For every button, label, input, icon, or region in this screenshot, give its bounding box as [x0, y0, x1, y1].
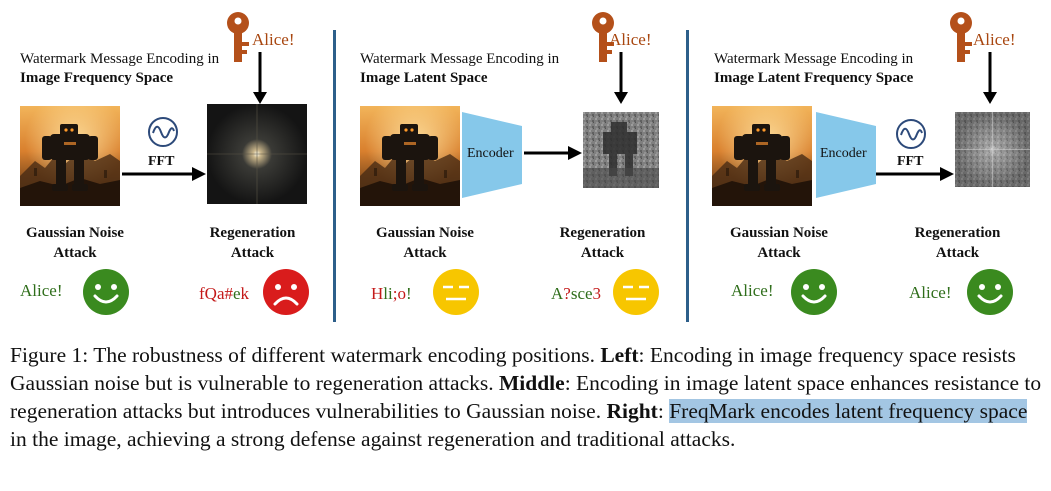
happy-face-icon	[83, 269, 129, 315]
msg-char: e	[585, 284, 593, 303]
panel3-title: Watermark Message Encoding in Image Late…	[714, 50, 913, 88]
robot-image	[360, 106, 460, 206]
panel1-key-label: Alice!	[252, 30, 295, 49]
panel3-left-message: Alice!	[731, 281, 774, 300]
panel2-title-line1: Watermark Message Encoding in	[360, 51, 560, 67]
msg-char: !	[405, 284, 412, 303]
sad-face-icon	[263, 269, 309, 315]
msg-char: c	[577, 284, 585, 303]
figure-caption: Figure 1: The robustness of different wa…	[10, 341, 1043, 453]
panel2-encoder-label: Encoder	[467, 146, 514, 161]
msg-char: f	[199, 284, 205, 303]
panel2-key-label: Alice!	[609, 30, 652, 49]
panel1-title-line2: Image Frequency Space	[20, 70, 174, 86]
caption-left-label: Left	[600, 343, 639, 367]
robot-image	[712, 106, 812, 206]
encoder-shape	[816, 112, 876, 198]
down-arrow-icon	[253, 52, 267, 104]
caption-right-label: Right	[606, 399, 658, 423]
msg-char: k	[240, 284, 250, 303]
latent-image	[583, 112, 659, 188]
panel-divider	[686, 30, 689, 322]
msg-char: ;	[392, 284, 398, 303]
right-arrow-icon	[524, 146, 582, 160]
msg-char: 3	[592, 284, 602, 303]
msg-char: i	[388, 284, 393, 303]
latent-spectrum-image	[955, 112, 1030, 187]
robot-image	[20, 106, 120, 206]
caption-intro: The robustness of different watermark en…	[88, 343, 601, 367]
panel3-left-attack: Gaussian Noise Attack	[730, 225, 828, 261]
panel1-left-attack: Gaussian Noise Attack	[26, 225, 124, 261]
panel3-title-line2: Image Latent Frequency Space	[714, 70, 914, 86]
panel1-title-line1: Watermark Message Encoding in	[20, 51, 220, 67]
down-arrow-icon	[614, 52, 628, 104]
msg-char: e	[233, 284, 241, 303]
happy-face-icon	[791, 269, 837, 315]
panel3-fft-label: FFT	[897, 154, 924, 169]
panel1-right-message: fQa#ek	[199, 284, 249, 304]
msg-char: ?	[563, 284, 571, 303]
happy-face-icon	[967, 269, 1013, 315]
wave-icon	[896, 119, 926, 149]
panel1-right-attack: Regeneration Attack	[209, 225, 296, 261]
neutral-face-icon	[613, 269, 659, 315]
panel2-title: Watermark Message Encoding in Image Late…	[360, 50, 559, 88]
panel2-left-message: Hli;o!	[371, 284, 412, 304]
panel3-right-attack: Regeneration Attack	[914, 225, 1001, 261]
msg-char: #	[224, 284, 234, 303]
caption-left-text: : Encoding in image frequency space resi…	[10, 343, 1016, 395]
wave-icon	[148, 117, 178, 147]
msg-char: o	[397, 284, 406, 303]
caption-highlight: FreqMark encodes latent frequency space	[669, 399, 1028, 423]
msg-char: H	[371, 284, 384, 303]
panel2-right-message: A?sce3	[551, 284, 601, 304]
caption-right-text: in the image, achieving a strong defense…	[10, 427, 736, 451]
panel1-left-message: Alice!	[20, 281, 63, 300]
down-arrow-icon	[983, 52, 997, 104]
panel2-left-attack: Gaussian Noise Attack	[376, 225, 474, 261]
panel-divider	[333, 30, 336, 322]
msg-char: Q	[204, 284, 217, 303]
msg-char: a	[216, 284, 225, 303]
msg-char: s	[570, 284, 578, 303]
caption-middle-label: Middle	[498, 371, 565, 395]
caption-figure-label: Figure 1:	[10, 343, 89, 367]
fft-spectrum-image	[207, 104, 307, 204]
panel3-key-label: Alice!	[973, 30, 1016, 49]
panel1-title: Watermark Message Encoding in Image Freq…	[20, 50, 219, 88]
panel2-title-line2: Image Latent Space	[360, 70, 488, 86]
encoder-shape	[462, 112, 522, 198]
neutral-face-icon	[433, 269, 479, 315]
panel1-fft-label: FFT	[148, 154, 175, 169]
panel3-title-line1: Watermark Message Encoding in	[714, 51, 914, 67]
panel2-right-attack: Regeneration Attack	[559, 225, 646, 261]
msg-char: A	[551, 284, 564, 303]
msg-char: l	[383, 284, 389, 303]
right-arrow-icon	[122, 167, 206, 181]
caption-middle-text: : Encoding in image latent space enhance…	[10, 371, 1042, 423]
panel3-right-message: Alice!	[909, 283, 952, 302]
panel3-encoder-label: Encoder	[820, 146, 867, 161]
right-arrow-icon	[876, 167, 954, 181]
caption-right-sep: :	[657, 399, 670, 423]
